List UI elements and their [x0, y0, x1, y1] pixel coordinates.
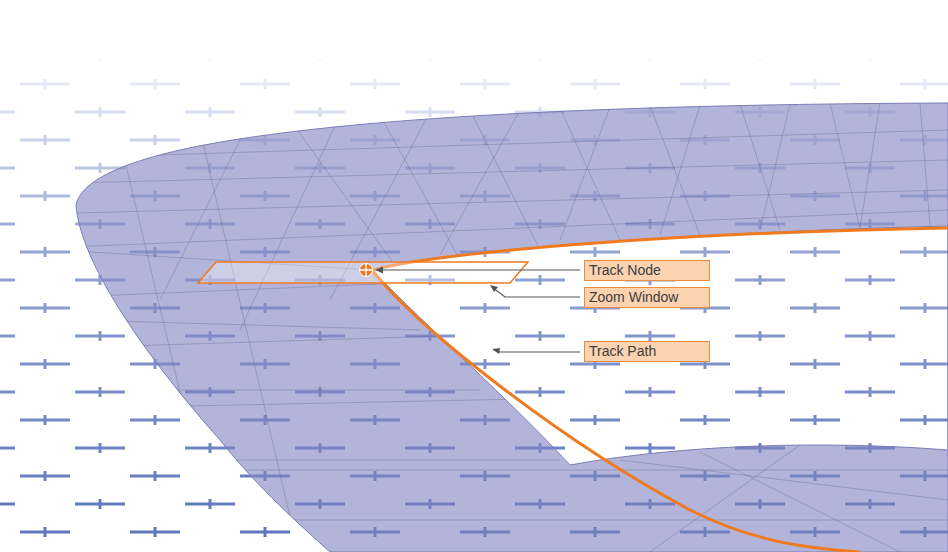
callout-text: Zoom Window	[589, 289, 705, 306]
callout-label: Track Path	[584, 341, 710, 362]
callout-text: Track Path	[589, 343, 705, 360]
callout-text: Track Node	[589, 262, 705, 279]
callout-label: Track Node	[584, 260, 710, 281]
callout-label: Zoom Window	[584, 287, 710, 308]
